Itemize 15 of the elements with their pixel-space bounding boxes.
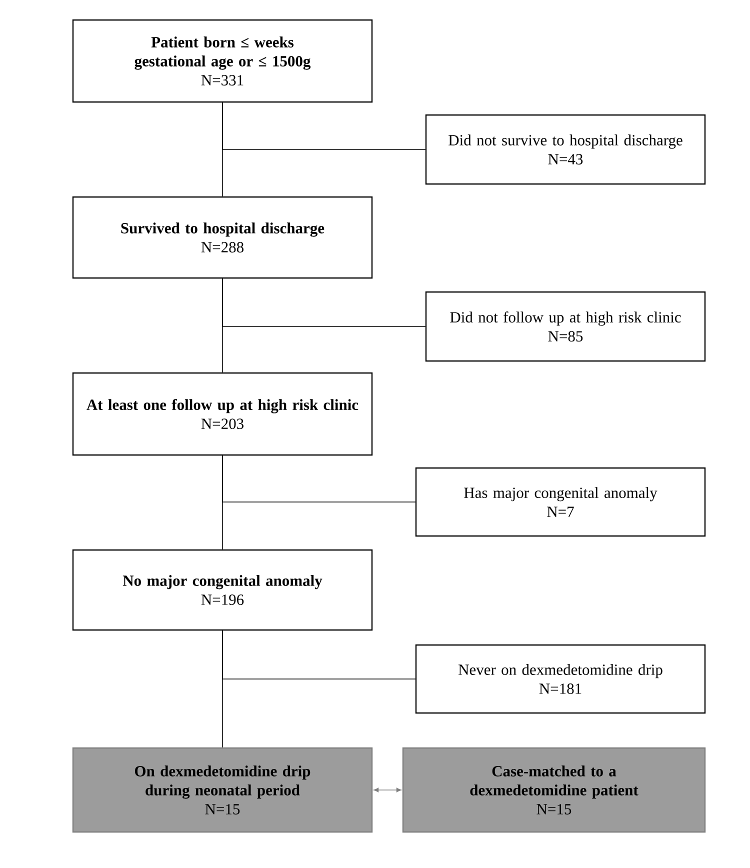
flow-box: No major congenital anomaly N=196 [72, 549, 373, 631]
flow-box: Did not survive to hospital discharge N=43 [425, 114, 706, 185]
flow-box: On dexmedetomidine drip during neonatal period N=15 [72, 747, 373, 833]
flow-box: Never on dexmedetomidine drip N=181 [415, 644, 706, 714]
connector-line [222, 102, 426, 150]
flow-box: Case-matched to a dexmedetomidine patient N=15 [402, 747, 706, 833]
flow-box: Survived to hospital discharge N=288 [72, 196, 373, 279]
double-arrow [374, 788, 402, 792]
flow-box: Has major congenital anomaly N=7 [415, 467, 706, 537]
flow-box: At least one follow up at high risk clinic N=203 [72, 372, 373, 456]
connector-line [222, 278, 426, 327]
flow-box: Patient born ≤ weeks gestational age or ≤ 1500g N=331 [72, 19, 373, 103]
connector-line [222, 455, 416, 502]
flow-box: Did not follow up at high risk clinic N=85 [425, 291, 706, 362]
connector-line [222, 630, 416, 680]
